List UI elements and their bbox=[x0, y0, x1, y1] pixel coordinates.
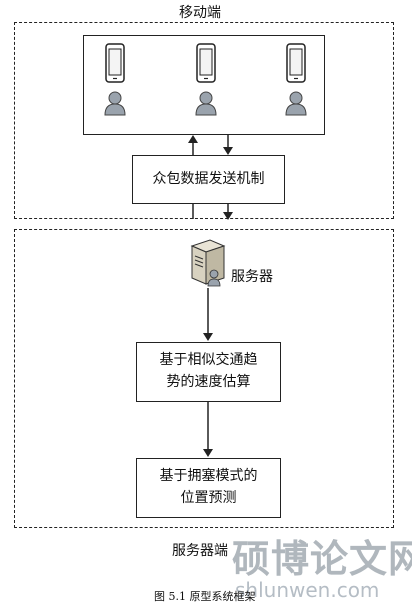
crowdsource-mechanism-box: 众包数据发送机制 bbox=[132, 155, 285, 204]
smartphone-icon bbox=[105, 43, 125, 83]
location-prediction-box: 基于拥塞模式的 位置预测 bbox=[136, 458, 281, 518]
speed-estimation-box: 基于相似交通趋 势的速度估算 bbox=[136, 342, 281, 402]
user-icon bbox=[195, 90, 217, 120]
mobile-section-container bbox=[14, 22, 394, 219]
speed-estimation-line-2: 势的速度估算 bbox=[166, 374, 251, 390]
location-prediction-line-1: 基于拥塞模式的 bbox=[159, 468, 258, 484]
watermark-logo: 硕博论文网 bbox=[232, 537, 412, 581]
server-section-title: 服务器端 bbox=[172, 543, 228, 559]
speed-estimation-line-1: 基于相似交通趋 bbox=[159, 352, 258, 368]
device-group-2 bbox=[191, 42, 221, 124]
device-group-1 bbox=[100, 42, 130, 124]
location-prediction-line-2: 位置预测 bbox=[180, 490, 237, 506]
mobile-section-title: 移动端 bbox=[179, 5, 221, 21]
device-group-3 bbox=[281, 42, 311, 124]
crowdsource-mechanism-label: 众包数据发送机制 bbox=[152, 171, 265, 187]
server-icon bbox=[188, 238, 228, 292]
figure-caption: 图 5.1 原型系统框架 bbox=[154, 590, 256, 603]
smartphone-icon bbox=[196, 43, 216, 83]
user-icon bbox=[285, 90, 307, 120]
server-label: 服务器 bbox=[231, 269, 273, 285]
user-icon bbox=[104, 90, 126, 120]
smartphone-icon bbox=[286, 43, 306, 83]
server-section-container bbox=[14, 229, 394, 528]
watermark-url: shlunwen.com bbox=[235, 578, 380, 602]
